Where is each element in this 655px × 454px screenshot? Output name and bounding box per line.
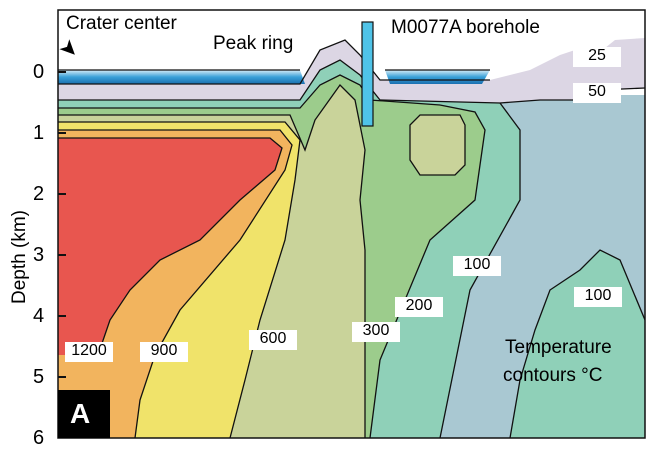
panel-label-box (58, 390, 110, 438)
panel-label: A (70, 398, 91, 429)
legend-title-line1: Temperature (505, 337, 612, 358)
contour-label-900: 900 (140, 342, 188, 362)
zone-1200 (58, 138, 282, 355)
contour-label-25: 25 (573, 47, 621, 67)
crater-center-arrow-icon: ➤ (54, 33, 85, 65)
water (58, 70, 305, 84)
y-tick-1: 1 (33, 122, 45, 144)
y-tick-0: 0 (33, 61, 45, 83)
contour-label-200: 200 (395, 297, 443, 317)
y-tick-4: 4 (33, 305, 45, 327)
y-tick-6: 6 (33, 427, 45, 449)
y-tick-3: 3 (33, 244, 45, 266)
contour-label-100: 100 (453, 256, 501, 276)
contour-label-600: 600 (249, 330, 297, 350)
zone-300-box (409, 114, 466, 176)
contour-label-100-right: 100 (574, 287, 622, 307)
y-tick-2: 2 (33, 183, 45, 205)
contour-label-50: 50 (573, 83, 621, 103)
peak-ring-label: Peak ring (213, 33, 294, 54)
crater-center-label: Crater center (66, 13, 177, 34)
contour-label-1200: 1200 (65, 342, 113, 362)
borehole-label: M0077A borehole (391, 17, 540, 38)
legend-title-line2: contours °C (503, 365, 603, 386)
borehole-column (361, 21, 374, 127)
contour-label-300: 300 (352, 322, 400, 342)
y-tick-5: 5 (33, 366, 45, 388)
y-axis-label: Depth (km) (9, 210, 30, 304)
